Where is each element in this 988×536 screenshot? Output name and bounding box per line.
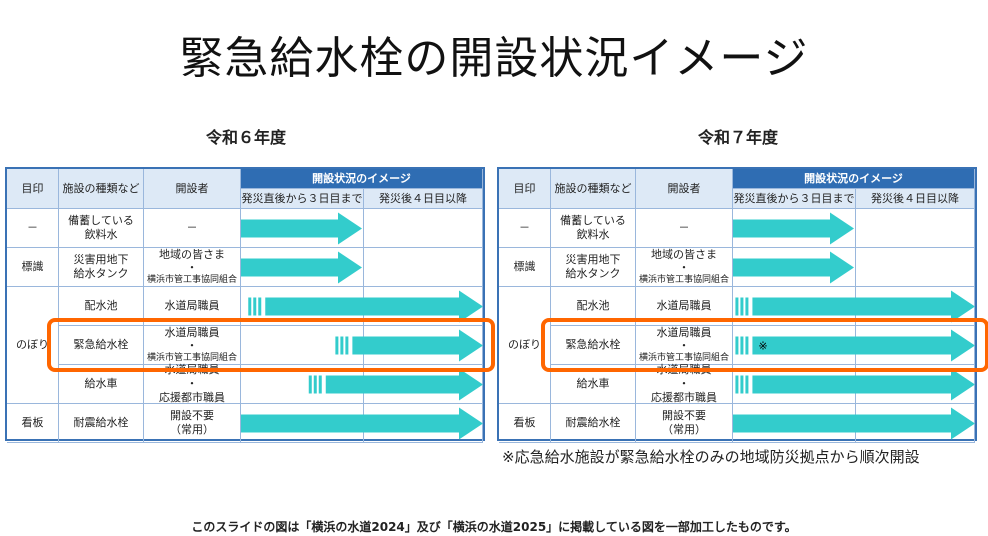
row-period-1 (733, 248, 856, 287)
row-period-2 (364, 248, 483, 287)
header-period-2: 発災後４日目以降 (364, 189, 483, 209)
opener-line: 応援都市職員 (159, 390, 225, 404)
opener-line: 水道局職員 (656, 299, 712, 313)
row-period-2 (856, 248, 975, 287)
row-opener: 地域の皆さま・横浜市管工事協同組合 (636, 248, 733, 287)
row-opener: 水道局職員 (636, 287, 733, 326)
opener-line: ・ (678, 261, 690, 275)
row-period-2 (856, 209, 975, 248)
source-footer: このスライドの図は「横浜の水道2024」及び「横浜の水道2025」に掲載している… (191, 520, 797, 534)
table-r6: 目印施設の種類など開設者開設状況のイメージ発災直後から３日目まで発災後４日目以降… (5, 167, 485, 443)
header-period-1: 発災直後から３日目まで (733, 189, 856, 209)
highlight-box-r7 (541, 318, 988, 372)
caption-r6: 令和６年度 (205, 128, 286, 147)
header-period-2: 発災後４日目以降 (856, 189, 975, 209)
opener-line: ・ (186, 261, 198, 275)
opener-line: 地域の皆さま (651, 247, 717, 261)
row-period-2 (856, 404, 975, 443)
row-opener: 水道局職員 (144, 287, 241, 326)
row-period-1 (241, 404, 364, 443)
opener-line: 横浜市管工事協同組合 (638, 353, 729, 364)
opener-line: ・ (186, 377, 198, 391)
opener-line: 横浜市管工事協同組合 (146, 353, 237, 364)
opener-line: 開設不要 (170, 409, 214, 423)
row-facility: 備蓄している 飲料水 (551, 209, 636, 248)
opener-line: 横浜市管工事協同組合 (146, 275, 237, 286)
opener-line: 応援都市職員 (651, 390, 717, 404)
opener-line: ・ (186, 339, 198, 353)
row-facility: 災害用地下 給水タンク (551, 248, 636, 287)
row-facility: 災害用地下 給水タンク (59, 248, 144, 287)
row-period-2 (364, 209, 483, 248)
header-mark: 目印 (499, 169, 551, 209)
row-period-1 (241, 209, 364, 248)
header-status-group: 開設状況のイメージ (241, 169, 483, 189)
header-opener: 開設者 (636, 169, 733, 209)
row-opener: 開設不要（常用） (144, 404, 241, 443)
row-opener: 地域の皆さま・横浜市管工事協同組合 (144, 248, 241, 287)
table-r7: 目印施設の種類など開設者開設状況のイメージ発災直後から３日目まで発災後４日目以降… (497, 167, 977, 443)
highlight-box-r6 (47, 318, 495, 372)
header-opener: 開設者 (144, 169, 241, 209)
row-opener: 水道局職員・横浜市管工事協同組合 (144, 326, 241, 365)
header-facility: 施設の種類など (59, 169, 144, 209)
page-title: 緊急給水栓の開設状況イメージ (179, 33, 809, 84)
row-mark: － (7, 209, 59, 248)
row-mark: のぼり (7, 287, 59, 404)
row-facility: 緊急給水栓 (59, 326, 144, 365)
row-facility: 緊急給水栓 (551, 326, 636, 365)
row-period-1 (733, 209, 856, 248)
header-period-1: 発災直後から３日目まで (241, 189, 364, 209)
row-mark: 標識 (7, 248, 59, 287)
opener-line: （常用） (662, 423, 706, 436)
opener-line: （常用） (170, 423, 214, 436)
row-mark: 標識 (499, 248, 551, 287)
row-opener: － (144, 209, 241, 248)
footnote: ※応急給水施設が緊急給水栓のみの地域防災拠点から順次開設 (502, 448, 920, 466)
opener-line: 水道局職員 (164, 325, 220, 339)
opener-line: 開設不要 (662, 409, 706, 423)
header-status-group: 開設状況のイメージ (733, 169, 975, 189)
row-mark: のぼり (499, 287, 551, 404)
row-mark: 看板 (499, 404, 551, 443)
row-period-1 (241, 248, 364, 287)
opener-line: 水道局職員 (164, 299, 220, 313)
header-mark: 目印 (7, 169, 59, 209)
row-facility: 給水車 (551, 365, 636, 404)
opener-line: － (186, 221, 198, 235)
row-facility: 耐震給水栓 (59, 404, 144, 443)
row-facility: 配水池 (59, 287, 144, 326)
row-facility: 備蓄している 飲料水 (59, 209, 144, 248)
row-opener: 水道局職員・横浜市管工事協同組合 (636, 326, 733, 365)
row-period-2 (364, 404, 483, 443)
caption-r7: 令和７年度 (697, 128, 778, 147)
opener-line: 地域の皆さま (159, 247, 225, 261)
opener-line: ・ (678, 377, 690, 391)
row-mark: － (499, 209, 551, 248)
header-facility: 施設の種類など (551, 169, 636, 209)
opener-line: 横浜市管工事協同組合 (638, 275, 729, 286)
opener-line: － (678, 221, 690, 235)
row-opener: － (636, 209, 733, 248)
row-facility: 耐震給水栓 (551, 404, 636, 443)
row-facility: 給水車 (59, 365, 144, 404)
row-facility: 配水池 (551, 287, 636, 326)
opener-line: 水道局職員 (656, 325, 712, 339)
row-period-1 (733, 404, 856, 443)
opener-line: ・ (678, 339, 690, 353)
row-mark: 看板 (7, 404, 59, 443)
row-opener: 開設不要（常用） (636, 404, 733, 443)
